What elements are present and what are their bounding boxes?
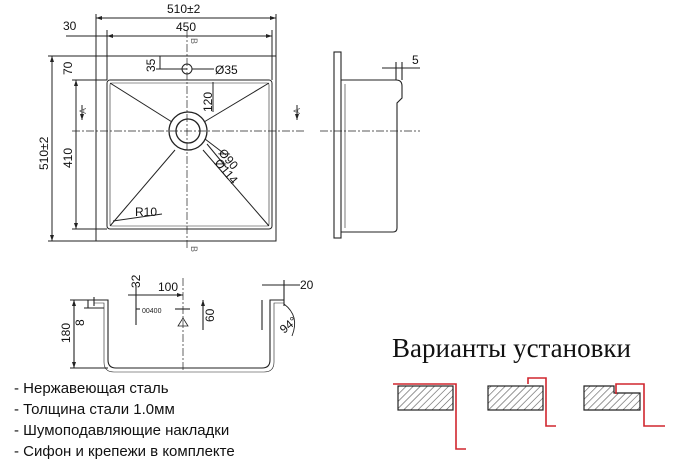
drain-outer-circle: [168, 111, 208, 151]
sink-edge-2: [527, 377, 556, 427]
countertop-1: [397, 385, 454, 411]
list-item: - Шумоподавляющие накладки: [14, 422, 230, 439]
dim-height-step: 70: [61, 61, 75, 75]
list-item: - Толщина стали 1.0мм: [14, 401, 175, 418]
side-bowl-profile: [341, 79, 403, 233]
section-a-left: A: [78, 108, 88, 114]
sink-edge-3: [615, 383, 665, 427]
install-variant-3: [583, 383, 665, 427]
section-b-top: B: [189, 38, 199, 44]
list-item: - Нержавеющая сталь: [14, 380, 169, 397]
dim-100: 100: [158, 280, 178, 294]
dim-hole-offset: 35: [144, 58, 158, 72]
dim-outer-width: 510±2: [167, 2, 201, 16]
countertop-3: [583, 385, 641, 411]
sink-outer-outline: [95, 55, 277, 242]
dim-bowl-height: 410: [61, 148, 75, 168]
dim-corner-radius: R10: [135, 205, 157, 219]
section-view-arrowheads: [72, 293, 205, 368]
countertop-2: [487, 385, 544, 411]
top-view-arrowheads: [50, 16, 299, 241]
dim-bowl-width: 450: [176, 20, 196, 34]
install-variant-2: [487, 377, 556, 427]
dim-32: 32: [129, 274, 143, 288]
feature-list: - Нержавеющая сталь - Толщина стали 1.0м…: [14, 378, 235, 462]
top-view: [48, 14, 306, 250]
section-profile-inner: [94, 302, 284, 373]
dim-flange: 30: [63, 19, 77, 33]
section-view: [70, 278, 300, 373]
dim-180: 180: [59, 323, 73, 343]
dim-angle: 94°: [277, 314, 300, 337]
section-b-bottom: B: [189, 246, 199, 252]
dim-8: 8: [73, 319, 87, 326]
side-view: [320, 51, 420, 239]
drain-label: 00400: [142, 308, 162, 315]
install-variant-1: [393, 383, 466, 450]
section-profile-outer: [94, 299, 284, 369]
dim-20: 20: [300, 278, 314, 292]
install-title: Варианты установки: [392, 333, 631, 363]
dim-drain-offset: 120: [201, 92, 215, 112]
dim-rim: 5: [412, 53, 419, 67]
list-item: - Сифон и крепежи в комплекте: [14, 443, 235, 460]
dim-outer-height: 510±2: [37, 136, 51, 170]
sink-edge-1: [393, 383, 466, 450]
bowl-outline: [106, 79, 273, 230]
section-a-right: A: [292, 108, 302, 114]
dim-hole-dia: Ø35: [215, 63, 238, 77]
dim-60: 60: [203, 308, 217, 322]
side-flange: [333, 51, 342, 239]
